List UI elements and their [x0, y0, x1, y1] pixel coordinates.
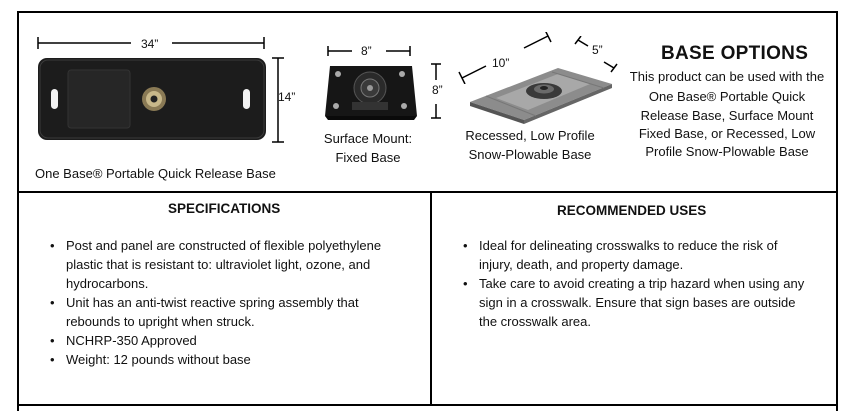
recessed-base-image: [470, 68, 612, 124]
surface-mount-width-dimension: [327, 46, 411, 56]
column-divider: [430, 192, 432, 404]
recessed-length-dimension: [458, 32, 552, 84]
one-base-height-label: 14”: [278, 90, 296, 104]
section-divider: [18, 191, 838, 193]
recessed-caption-line2: Snow-Plowable Base: [468, 147, 592, 162]
one-base-width-label: 34”: [141, 37, 159, 51]
specifications-title: SPECIFICATIONS: [168, 201, 281, 216]
recessed-caption-line1: Recessed, Low Profile: [465, 128, 595, 143]
list-item: Weight: 12 pounds without base: [50, 350, 400, 369]
recommended-uses-list: Ideal for delineating crosswalks to redu…: [463, 236, 813, 331]
surface-mount-height-label: 8”: [432, 83, 443, 97]
recommended-uses-title: RECOMMENDED USES: [557, 203, 707, 218]
base-options-description-line1: This product can be used with the: [629, 69, 825, 84]
surface-mount-caption-line2: Fixed Base: [335, 150, 401, 165]
one-base-caption: One Base® Portable Quick Release Base: [35, 166, 276, 181]
list-item: Unit has an anti-twist reactive spring a…: [50, 293, 400, 331]
list-item: Ideal for delineating crosswalks to redu…: [463, 236, 813, 274]
recessed-width-label: 5”: [592, 43, 603, 57]
right-border: [836, 11, 838, 411]
recessed-length-label: 10”: [492, 56, 510, 70]
surface-mount-width-label: 8”: [361, 44, 372, 58]
left-border: [17, 11, 19, 411]
base-options-description-line5: Profile Snow-Plowable Base: [645, 144, 809, 159]
base-options-description-line4: Fixed Base, or Recessed, Low: [638, 126, 816, 141]
one-base-height-dimension: [272, 57, 284, 143]
list-item: NCHRP-350 Approved: [50, 331, 400, 350]
base-options-heading: BASE OPTIONS: [661, 43, 809, 64]
base-options-description-line3: Release Base, Surface Mount: [640, 108, 814, 123]
surface-mount-image: [325, 66, 417, 120]
top-border: [18, 11, 838, 13]
one-base-width-dimension: [37, 37, 265, 49]
one-base-image: [38, 58, 266, 140]
recessed-width-dimension: [574, 36, 618, 73]
list-item: Take care to avoid creating a trip hazar…: [463, 274, 813, 331]
specifications-list: Post and panel are constructed of flexib…: [50, 236, 400, 369]
bottom-border: [18, 404, 838, 406]
surface-mount-caption-line1: Surface Mount:: [323, 131, 413, 146]
list-item: Post and panel are constructed of flexib…: [50, 236, 400, 293]
base-options-description-line2: One Base® Portable Quick: [648, 89, 806, 104]
surface-mount-height-dimension: [431, 63, 441, 119]
